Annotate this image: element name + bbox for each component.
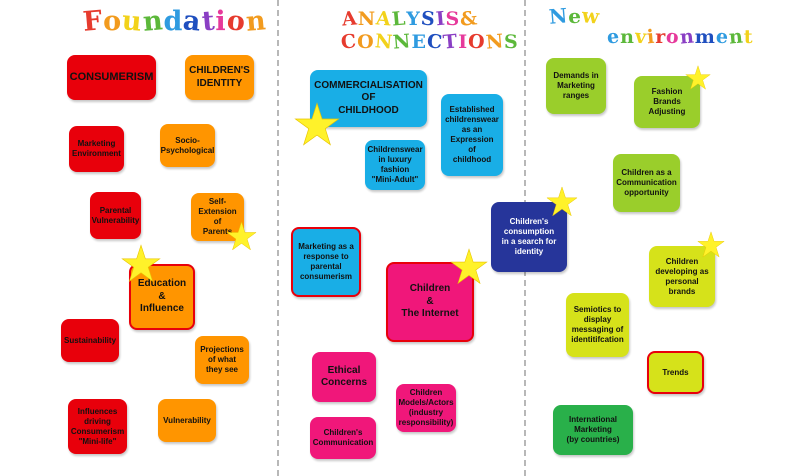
environment-heading-line2: environment (606, 25, 754, 49)
foundation-heading: Foundation (81, 5, 268, 38)
environment-heading-line1: New (547, 3, 602, 29)
analysis-heading-line2: CONNECTIONS (340, 30, 519, 54)
projections-card: Projections of what they see (195, 336, 249, 384)
influences-card: Influences driving Consumerism "Mini-lif… (68, 399, 127, 454)
star-icon (450, 248, 488, 285)
established-childrenswear-card: Established childrenswear as an Expressi… (441, 94, 503, 176)
star-icon (685, 65, 711, 90)
trends-card: Trends (647, 351, 704, 394)
consumerism-card: CONSUMERISM (67, 55, 156, 100)
children-internet-card: Children & The Internet (386, 262, 474, 342)
commercialisation-card: COMMERCIALISATION OF CHILDHOOD (310, 70, 427, 127)
column-divider-left (277, 0, 279, 476)
demands-marketing-card: Demands in Marketing ranges (546, 58, 606, 114)
fashion-brands-card: Fashion Brands Adjusting (634, 76, 700, 128)
education-influence-card: Education & Influence (129, 264, 195, 330)
childrenswear-luxury-card: Childrenswear in luxury fashion "Mini-Ad… (365, 140, 425, 190)
star-icon (546, 186, 578, 217)
semiotics-card: Semiotics to display messaging of identi… (566, 293, 629, 357)
ethical-concerns-card: Ethical Concerns (312, 352, 376, 402)
parental-vulnerability-card: Parental Vulnerability (90, 192, 141, 239)
childrens-communication-card: Children's Communication (310, 417, 376, 459)
international-marketing-card: International Marketing (by countries) (553, 405, 633, 455)
marketing-response-card: Marketing as a response to parental cons… (291, 227, 361, 297)
children-models-card: Children Models/Actors (industry respons… (396, 384, 456, 432)
vulnerability-card: Vulnerability (158, 399, 216, 442)
star-icon (294, 102, 340, 146)
marketing-environment-card: Marketing Environment (69, 126, 124, 172)
star-icon (226, 221, 257, 251)
analysis-heading-line1: ANALYSIS & (341, 7, 480, 31)
star-icon (697, 231, 725, 258)
children-communication-opportunity-card: Children as a Communication opportunity (613, 154, 680, 212)
star-icon (121, 244, 161, 282)
socio-psychological-card: Socio- Psychological (160, 124, 215, 167)
childrens-identity-card: CHILDREN'S IDENTITY (185, 55, 254, 100)
sustainability-card: Sustainability (61, 319, 119, 362)
